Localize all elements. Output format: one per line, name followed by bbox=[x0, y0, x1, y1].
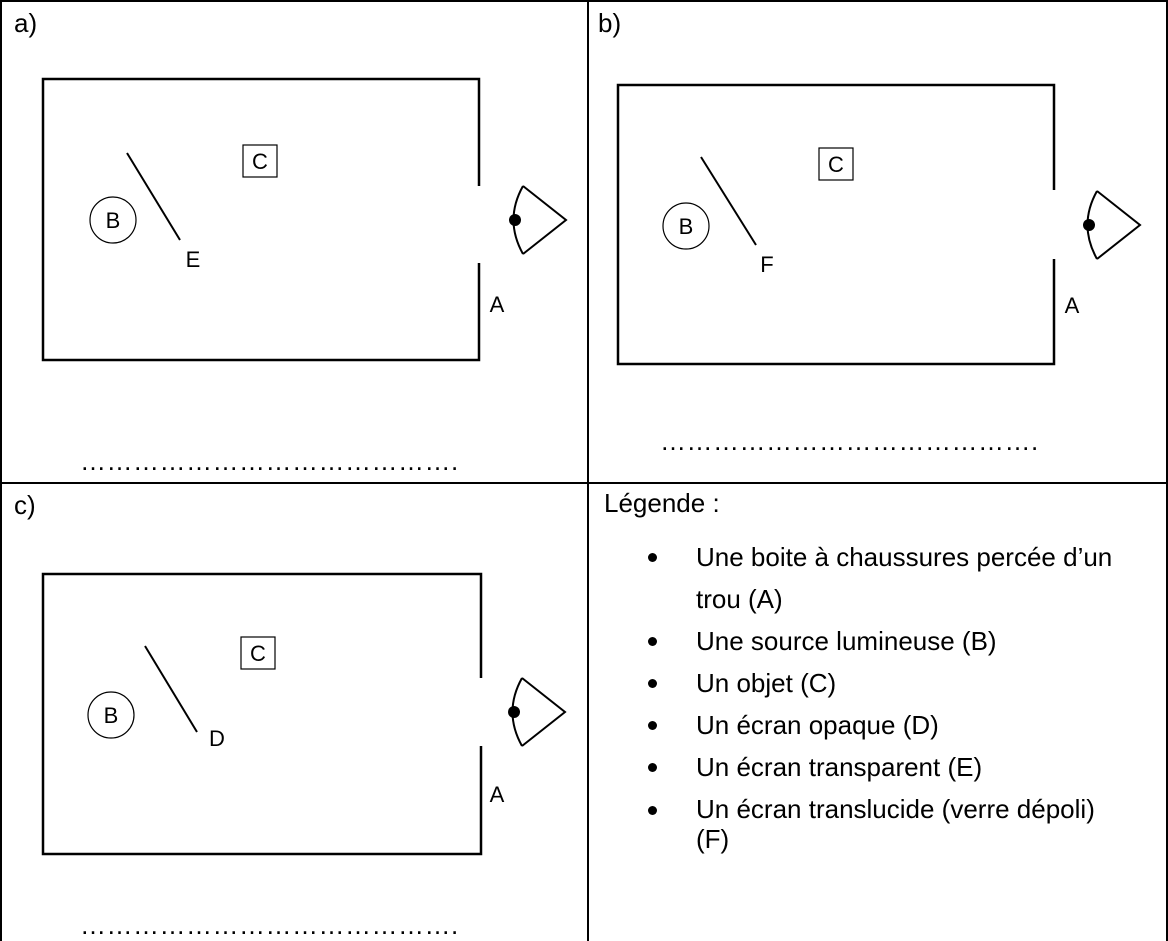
table-border-top bbox=[0, 0, 1168, 2]
bullet-icon bbox=[648, 721, 657, 730]
hole-label: A bbox=[490, 782, 505, 807]
screen-line bbox=[700, 156, 757, 246]
screen-line bbox=[144, 645, 198, 733]
legend-item: Une source lumineuse (B) bbox=[640, 620, 1160, 662]
eye-icon bbox=[1083, 190, 1142, 260]
eye-icon bbox=[509, 185, 568, 255]
legend-item-text: Un écran transparent (E) bbox=[696, 752, 983, 782]
table-divider-vertical bbox=[587, 0, 589, 941]
legend-item-text: Une boite à chaussures percée d’un trou … bbox=[696, 542, 1113, 614]
legend-item-text: Une source lumineuse (B) bbox=[696, 626, 997, 656]
panel-a-answer-line: ……………………………………. bbox=[80, 446, 459, 476]
shoebox bbox=[41, 572, 483, 856]
legend-item: Un écran translucide (verre dépoli) (F) bbox=[640, 794, 1160, 854]
table-border-left bbox=[0, 0, 2, 941]
object-box bbox=[242, 144, 278, 178]
object-box bbox=[240, 636, 276, 670]
legend-item: Un écran opaque (D) bbox=[640, 704, 1160, 746]
bullet-icon bbox=[648, 806, 657, 815]
legend-item-text: Un écran translucide (verre dépoli) (F) bbox=[696, 794, 1095, 854]
hole-label: A bbox=[490, 292, 505, 317]
bullet-icon bbox=[648, 679, 657, 688]
bullet-icon bbox=[648, 637, 657, 646]
screen-label: F bbox=[760, 252, 773, 277]
light-source bbox=[87, 691, 135, 739]
panel-a-label: a) bbox=[14, 8, 38, 38]
table-border-right bbox=[1166, 0, 1168, 941]
object-label: C bbox=[252, 149, 268, 174]
bullet-icon bbox=[648, 553, 657, 562]
table-divider-horizontal bbox=[0, 482, 1168, 484]
bullet-icon bbox=[648, 763, 657, 772]
legend-title: Légende : bbox=[604, 488, 720, 518]
panel-c-answer-line: ……………………………………. bbox=[80, 910, 459, 940]
screen-label: E bbox=[186, 247, 201, 272]
shoebox bbox=[616, 83, 1056, 366]
legend-item-text: Un écran opaque (D) bbox=[696, 710, 939, 740]
object-label: C bbox=[250, 641, 266, 666]
legend-list: Une boite à chaussures percée d’un trou … bbox=[640, 536, 1160, 854]
legend-item: Un écran transparent (E) bbox=[640, 746, 1160, 788]
panel-b-diagram: B C F A bbox=[616, 83, 1142, 366]
legend-item: Une boite à chaussures percée d’un trou … bbox=[640, 536, 1160, 620]
light-source-label: B bbox=[679, 214, 694, 239]
object-box bbox=[818, 147, 854, 181]
light-source bbox=[89, 196, 137, 244]
eye-icon bbox=[508, 677, 567, 747]
panel-b-label: b) bbox=[598, 8, 622, 38]
panel-c-diagram: B C D A bbox=[41, 572, 567, 856]
legend-item-text: Un objet (C) bbox=[696, 668, 837, 698]
light-source-label: B bbox=[106, 208, 121, 233]
screen-line bbox=[126, 152, 181, 241]
shoebox bbox=[41, 77, 481, 362]
light-source bbox=[662, 202, 710, 250]
light-source-label: B bbox=[104, 703, 119, 728]
panel-c-label: c) bbox=[14, 490, 36, 520]
hole-label: A bbox=[1065, 293, 1080, 318]
screen-label: D bbox=[209, 726, 225, 751]
panel-a-diagram: B C E A bbox=[41, 77, 568, 362]
legend-item: Un objet (C) bbox=[640, 662, 1160, 704]
panel-b-answer-line: ……………………………………. bbox=[660, 426, 1039, 456]
object-label: C bbox=[828, 152, 844, 177]
